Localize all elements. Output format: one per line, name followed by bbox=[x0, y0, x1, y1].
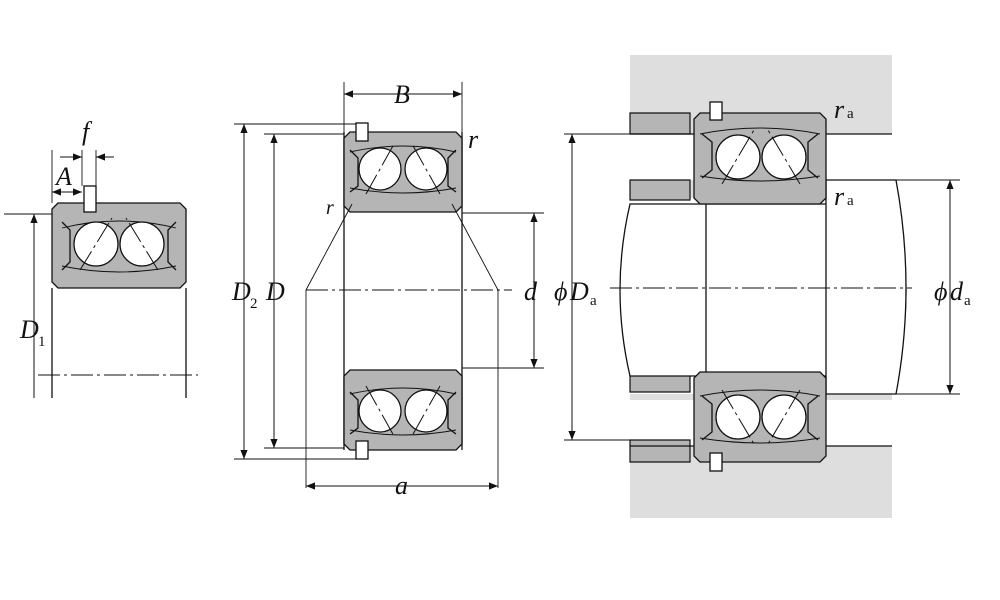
left-outer-ring bbox=[51, 202, 187, 289]
label-r-top: r bbox=[468, 125, 479, 154]
label-phi-da: ϕ bbox=[934, 277, 947, 306]
label-da-subscript: a bbox=[964, 293, 971, 309]
label-da: d bbox=[950, 277, 964, 306]
label-phi-Da: ϕ bbox=[554, 277, 567, 306]
label-r-side: r bbox=[326, 197, 334, 219]
label-d: d bbox=[524, 277, 538, 306]
label-a: a bbox=[395, 471, 408, 500]
label-ra-middle: r bbox=[834, 182, 845, 211]
left-ball-2 bbox=[119, 221, 165, 267]
label-D2: D bbox=[231, 277, 251, 306]
label-A: A bbox=[54, 162, 72, 191]
label-ra-top: r bbox=[834, 95, 845, 124]
middle-view: B D 2 D d a r r bbox=[231, 80, 544, 500]
left-snap-ring bbox=[83, 185, 97, 213]
label-f: f bbox=[82, 117, 93, 146]
label-B: B bbox=[394, 80, 410, 109]
left-ball-1 bbox=[73, 221, 119, 267]
left-view: f A D 1 bbox=[4, 117, 198, 398]
right-view: ϕ D a ϕ d a r a r a bbox=[554, 55, 971, 518]
label-ra-middle-subscript: a bbox=[847, 193, 854, 209]
label-D2-subscript: 2 bbox=[250, 296, 258, 312]
label-Da-subscript: a bbox=[590, 293, 597, 309]
label-D: D bbox=[265, 277, 285, 306]
label-D1: D bbox=[19, 315, 39, 344]
label-ra-top-subscript: a bbox=[847, 106, 854, 122]
label-Da: D bbox=[569, 277, 589, 306]
label-D1-subscript: 1 bbox=[38, 334, 46, 350]
